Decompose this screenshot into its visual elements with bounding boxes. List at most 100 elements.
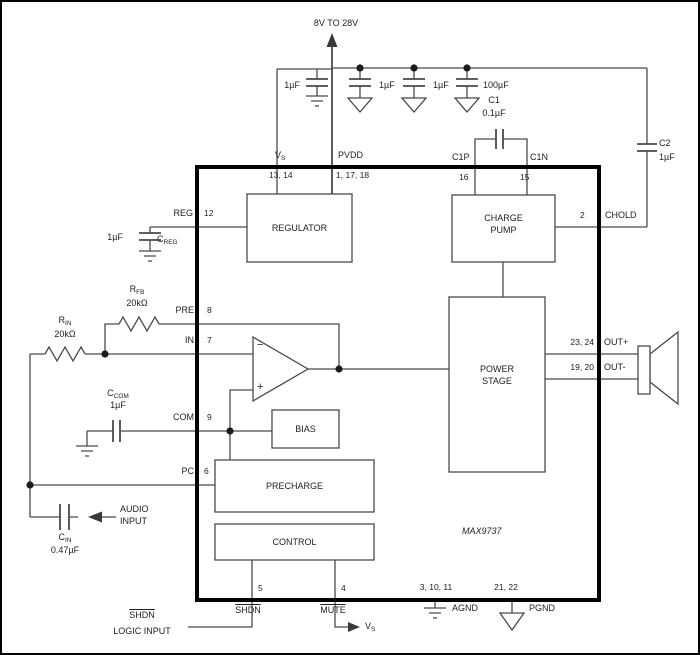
- capacitor-vs-bypass: [306, 78, 328, 87]
- precharge-block: [214, 459, 375, 513]
- pin-label-reg: REG: [173, 208, 193, 218]
- supply-voltage-label: 8V TO 28V: [313, 18, 359, 28]
- c1-value: 0.1µF: [482, 108, 506, 118]
- capacitor-cin: [59, 504, 70, 530]
- rfb-name: RFB: [129, 284, 145, 296]
- earth-ground-icon: [76, 445, 98, 457]
- precharge-label: PRECHARGE: [265, 481, 323, 491]
- resistor-rin: [44, 345, 86, 363]
- bottom-pin-wires: [188, 560, 526, 632]
- cap-pvdd1-value: 1µF: [379, 80, 395, 90]
- capacitor-c2: [637, 143, 657, 152]
- opamp-inverting-mark: −: [257, 339, 264, 351]
- pin-label-c1p: C1P: [452, 152, 470, 162]
- triangle-ground-icon: [400, 97, 428, 113]
- reg-wires: [139, 226, 247, 262]
- cap-bulk-value: 100µF: [483, 80, 509, 90]
- c1-name: C1: [488, 95, 500, 105]
- opamp-icon: [252, 335, 310, 403]
- com-wires: [76, 420, 272, 457]
- c2-value: 1µF: [659, 152, 675, 162]
- shdn-logic-desc: LOGIC INPUT: [113, 626, 171, 636]
- pin-number-pre: 8: [207, 305, 212, 315]
- power-stage-block: [448, 296, 546, 473]
- ccom-name: CCOM: [107, 388, 129, 400]
- ic-outline: [195, 165, 601, 602]
- regulator-block: [246, 193, 353, 263]
- earth-ground-icon: [306, 95, 328, 107]
- input-network-wires: [29, 315, 340, 517]
- pin-number-in: 7: [207, 335, 212, 345]
- speaker-body-icon: [637, 345, 651, 395]
- pin-label-pvdd: PVDD: [338, 150, 364, 160]
- opamp-noninverting-mark: +: [257, 381, 264, 393]
- ic-function-blocks: [214, 193, 556, 561]
- pin-label-pgnd: PGND: [529, 603, 556, 613]
- pin-label-c1n: C1N: [530, 152, 549, 162]
- pin-number-reg: 12: [204, 208, 214, 218]
- capacitor-pvdd1: [349, 78, 371, 87]
- creg-value: 1µF: [107, 232, 123, 242]
- pin-label-pre: PRE: [175, 305, 194, 315]
- charge-pump-block: [451, 194, 556, 263]
- triangle-ground-icon: [498, 612, 526, 632]
- pin-numbers-out-neg: 19, 20: [570, 362, 594, 372]
- pin-label-out-pos: OUT+: [604, 337, 629, 347]
- capacitor-creg: [139, 232, 161, 241]
- pin-label-mute: MUTE: [320, 605, 346, 615]
- bias-label: BIAS: [295, 424, 316, 434]
- pin-label-com: COM: [173, 412, 194, 422]
- control-block: [214, 523, 375, 561]
- cap-pvdd2-value: 100µF1µF: [433, 80, 449, 90]
- pin-label-out-neg: OUT-: [604, 362, 626, 372]
- pin-number-shdn: 5: [258, 583, 263, 593]
- speaker-cone-icon: [649, 330, 679, 406]
- regulator-label: REGULATOR: [271, 223, 328, 233]
- control-label: CONTROL: [272, 537, 317, 547]
- junction-dots: [26, 64, 471, 489]
- mute-arrow-icon: [348, 622, 360, 632]
- capacitor-ccom: [112, 420, 121, 442]
- charge-pump-label-line1: CHARGE: [484, 213, 523, 223]
- cap-vs-bypass-value: 1µF: [284, 80, 300, 90]
- c1-wires: [474, 129, 528, 195]
- cin-value: 0.47µF: [50, 545, 80, 555]
- pin-numbers-agnd: 3, 10, 11: [419, 582, 453, 592]
- pin-numbers-vs: 13, 14: [269, 170, 293, 180]
- pin-numbers-out-pos: 23, 24: [570, 337, 594, 347]
- pin-label-shdn: SHDN: [235, 605, 261, 615]
- triangle-ground-icon: [453, 97, 481, 113]
- pin-number-pc: 6: [204, 466, 209, 476]
- pin-number-mute: 4: [341, 583, 346, 593]
- mute-target-label: VS: [365, 621, 376, 633]
- capacitor-pvdd2: [403, 78, 425, 87]
- charge-pump-label-line2: PUMP: [490, 225, 517, 235]
- audio-input-label-line2: INPUT: [120, 516, 147, 526]
- pin-numbers-pvdd: 1, 17, 18: [336, 170, 370, 180]
- bias-block: [271, 409, 340, 449]
- capacitor-bulk: [456, 78, 478, 87]
- output-wires: [502, 262, 679, 406]
- pin-label-agnd: AGND: [452, 603, 479, 613]
- pin-label-chold: CHOLD: [605, 210, 637, 220]
- pin-number-c1n: 15: [520, 172, 530, 182]
- supply-rail-wires: [276, 33, 647, 194]
- resistor-rfb: [118, 315, 160, 333]
- pin-label-pc: PC: [181, 466, 194, 476]
- power-stage-label-line1: POWER: [479, 364, 514, 374]
- creg-name: CREG: [157, 234, 178, 246]
- capacitor-c1: [495, 129, 504, 149]
- pin-number-chold: 2: [580, 210, 585, 220]
- pin-number-c1p: 16: [459, 172, 469, 182]
- pin-number-com: 9: [207, 412, 212, 422]
- rfb-value: 20kΩ: [126, 298, 148, 308]
- ic-part-number: MAX9737: [462, 526, 502, 536]
- shdn-logic-signal: SHDN: [129, 610, 155, 620]
- rin-name: RIN: [58, 315, 72, 327]
- c2-name: C2: [659, 138, 671, 148]
- pc-cin-wires: [30, 484, 215, 530]
- pin-numbers-pgnd: 21, 22: [494, 582, 518, 592]
- audio-input-arrow-icon: [88, 511, 102, 523]
- opamp-wires: [229, 335, 449, 460]
